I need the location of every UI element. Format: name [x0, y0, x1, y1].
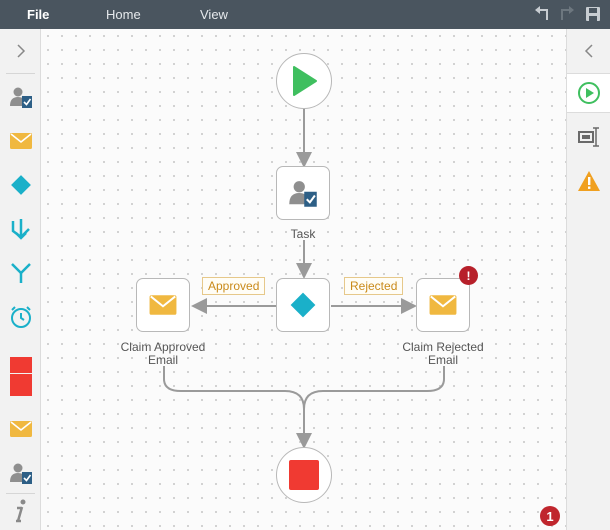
merge-icon[interactable] — [0, 209, 41, 249]
menu-home[interactable]: Home — [106, 7, 141, 22]
claim-approved-email-node[interactable] — [136, 278, 190, 332]
connector-rejected-stop — [303, 366, 445, 410]
split-icon[interactable] — [0, 253, 41, 293]
email-icon[interactable] — [0, 409, 41, 449]
user-task-icon — [289, 181, 317, 207]
timer-icon[interactable] — [0, 297, 41, 337]
collapse-panel-chevron-left-icon[interactable] — [567, 31, 610, 71]
claim-rejected-email-label: Claim Rejected Email — [402, 340, 484, 367]
stop-icon[interactable] — [0, 341, 41, 381]
user-task-icon[interactable] — [0, 453, 41, 493]
task-node[interactable] — [276, 166, 330, 220]
warning-icon[interactable] — [567, 161, 610, 201]
divider — [6, 493, 35, 494]
redo-icon[interactable] — [557, 5, 577, 23]
info-icon[interactable] — [0, 494, 41, 528]
email-icon — [429, 295, 457, 315]
play-icon — [293, 66, 317, 96]
approved-outcome-label[interactable]: Approved — [202, 277, 266, 295]
decision-node[interactable] — [276, 278, 330, 332]
expand-panel-chevron-right-icon[interactable] — [0, 31, 41, 71]
save-icon[interactable] — [583, 5, 603, 23]
decision-icon[interactable] — [0, 165, 41, 205]
start-icon[interactable] — [567, 73, 610, 113]
decision-icon — [290, 292, 316, 318]
claim-approved-email-label: Claim Approved Email — [120, 340, 206, 367]
error-count-badge[interactable]: 1 — [540, 506, 560, 526]
rejected-outcome-label[interactable]: Rejected — [344, 277, 404, 295]
stop-icon — [289, 460, 319, 490]
menu-view[interactable]: View — [200, 7, 228, 22]
divider — [6, 73, 35, 74]
email-icon — [149, 295, 177, 315]
stop-icon[interactable] — [0, 365, 41, 405]
toolbox-panel — [0, 29, 41, 530]
claim-rejected-email-node[interactable] — [416, 278, 470, 332]
undo-icon[interactable] — [532, 5, 552, 23]
email-icon[interactable] — [0, 121, 41, 161]
start-node[interactable] — [276, 53, 332, 109]
menu-file[interactable]: File — [27, 7, 50, 22]
properties-panel — [566, 29, 610, 530]
menu-bar: File Home View — [0, 0, 610, 29]
connector-approved-stop — [163, 366, 312, 449]
workflow-canvas[interactable]: Task Approved Rejected Claim Approved Em… — [41, 29, 566, 530]
error-marker-icon[interactable]: ! — [459, 266, 478, 285]
connector-layer — [163, 109, 445, 449]
properties-icon[interactable] — [567, 117, 610, 157]
task-label: Task — [290, 227, 316, 241]
stop-node[interactable] — [276, 447, 332, 503]
user-task-icon[interactable] — [0, 77, 41, 117]
